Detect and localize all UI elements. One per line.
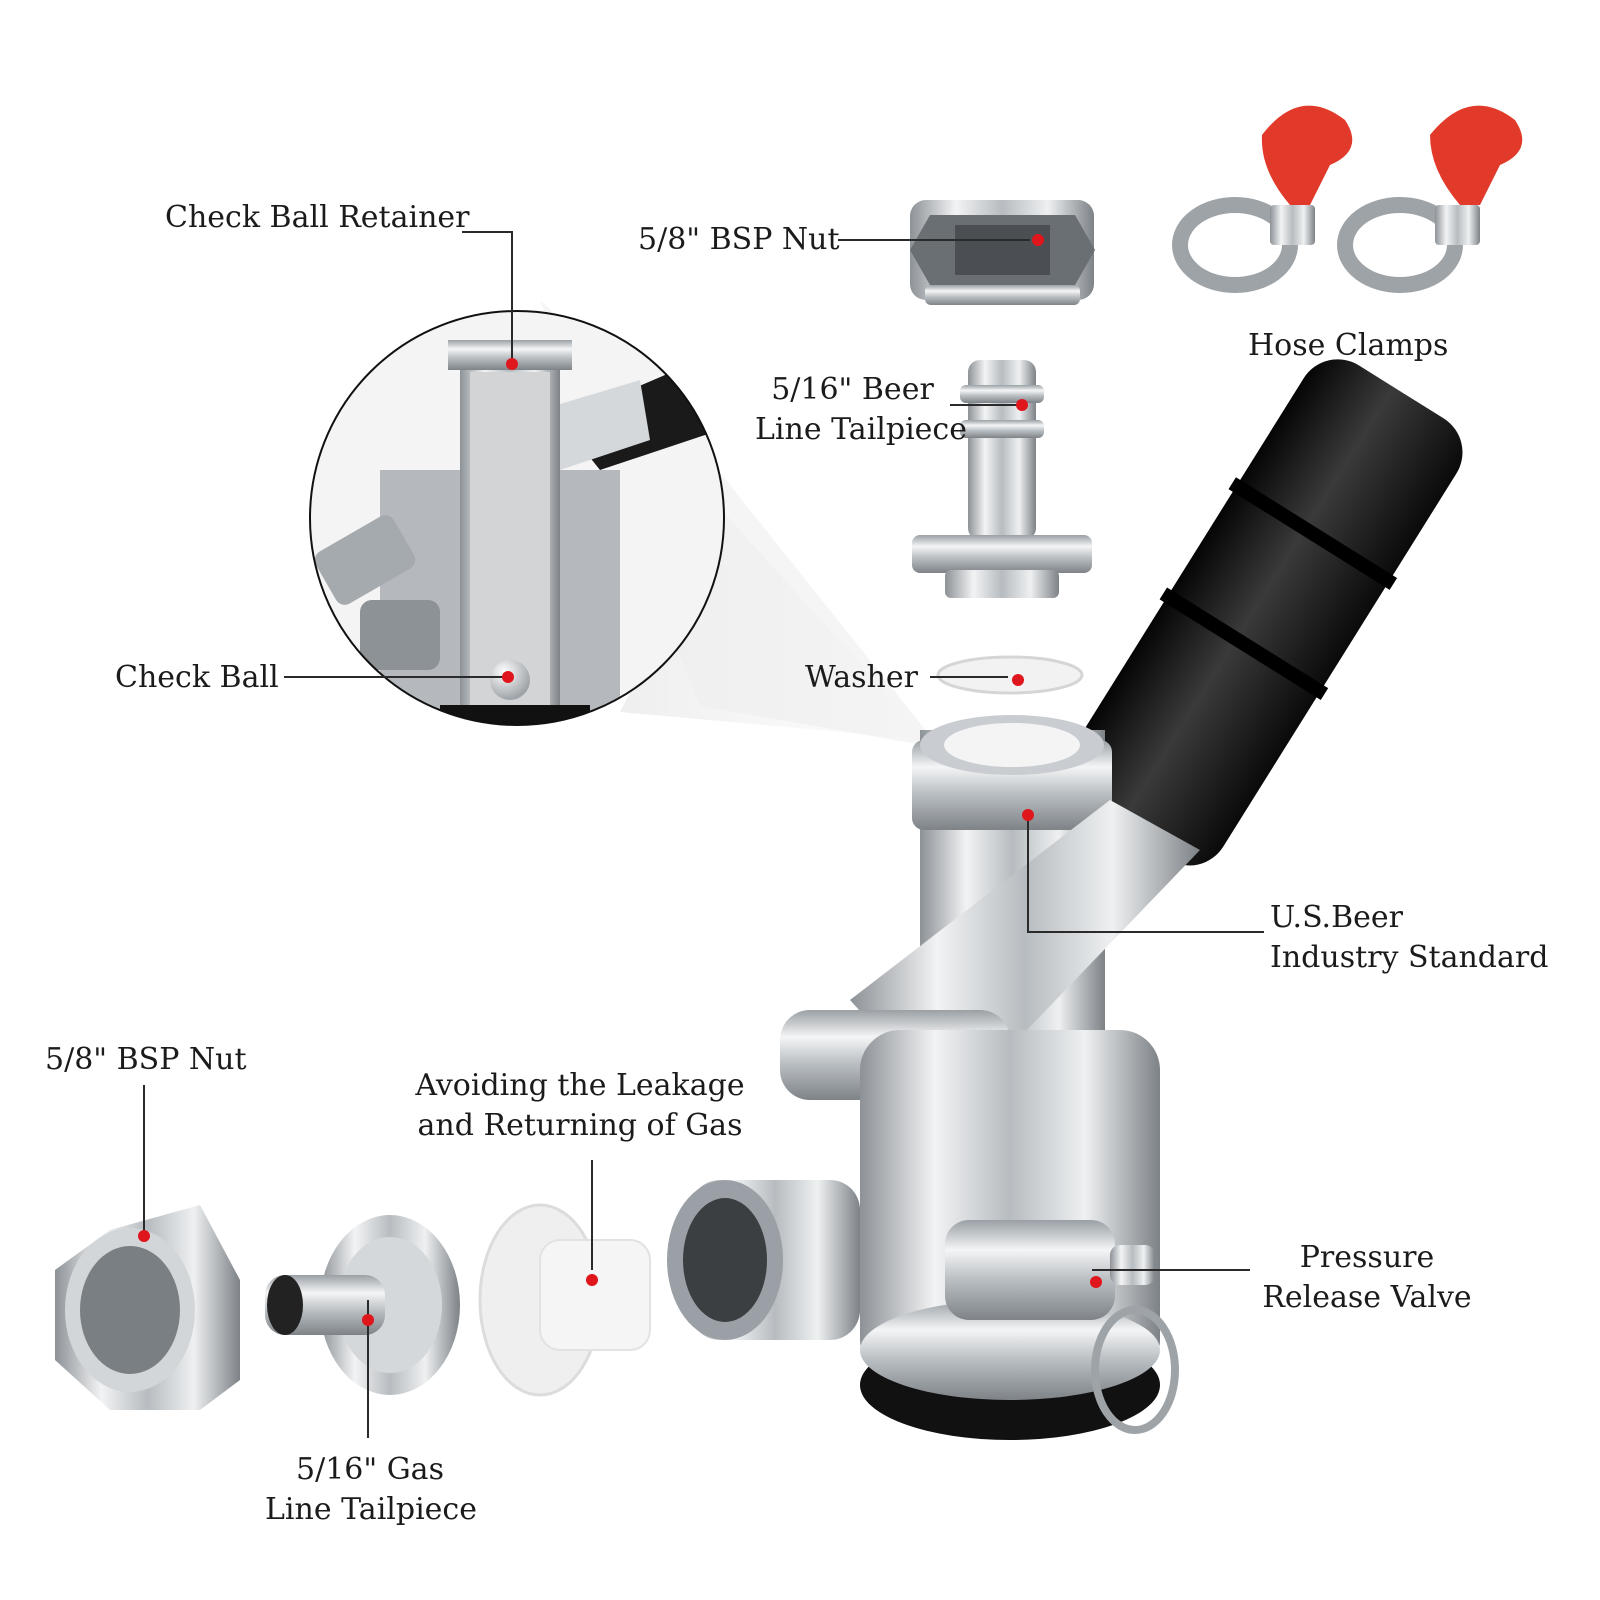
keg-coupler-icon <box>667 715 1200 1440</box>
marker-dot <box>138 1230 150 1242</box>
label-hose-clamps: Hose Clamps <box>1248 328 1449 363</box>
marker-dot <box>586 1274 598 1286</box>
marker-dot <box>1090 1276 1102 1288</box>
bsp-nut-top-icon <box>910 200 1095 305</box>
hose-clamp-icon <box>1337 105 1523 293</box>
label-check-ball-retainer: Check Ball Retainer <box>165 200 470 235</box>
marker-dot <box>1022 809 1034 821</box>
label-pressure-valve: Pressure Release Valve <box>1262 1240 1472 1315</box>
marker-dot <box>1012 674 1024 686</box>
marker-dots <box>138 234 1102 1326</box>
hose-clamp-icon <box>1172 105 1353 293</box>
label-us-standard: U.S.Beer Industry Standard <box>1270 900 1549 975</box>
label-bsp-nut-bottom: 5/8" BSP Nut <box>45 1042 247 1077</box>
label-washer: Washer <box>805 660 918 695</box>
marker-dot <box>1016 399 1028 411</box>
check-valve-insert-icon <box>478 1203 651 1397</box>
coupler-handle-icon <box>1064 359 1463 866</box>
marker-dot <box>502 671 514 683</box>
label-bsp-nut-top: 5/8" BSP Nut <box>638 222 840 257</box>
label-check-ball: Check Ball <box>115 660 279 695</box>
washer-icon <box>936 655 1084 695</box>
marker-dot <box>362 1314 374 1326</box>
label-avoid-leakage: Avoiding the Leakage and Returning of Ga… <box>415 1068 745 1143</box>
marker-dot <box>1032 234 1044 246</box>
bsp-nut-bottom-icon <box>55 1205 240 1410</box>
label-gas-tailpiece: 5/16" Gas Line Tailpiece <box>265 1452 477 1527</box>
gas-tailpiece-icon <box>265 1215 460 1395</box>
label-beer-tailpiece: 5/16" Beer Line Tailpiece <box>755 372 967 447</box>
leader-lines <box>143 231 1264 1438</box>
marker-dot <box>506 358 518 370</box>
